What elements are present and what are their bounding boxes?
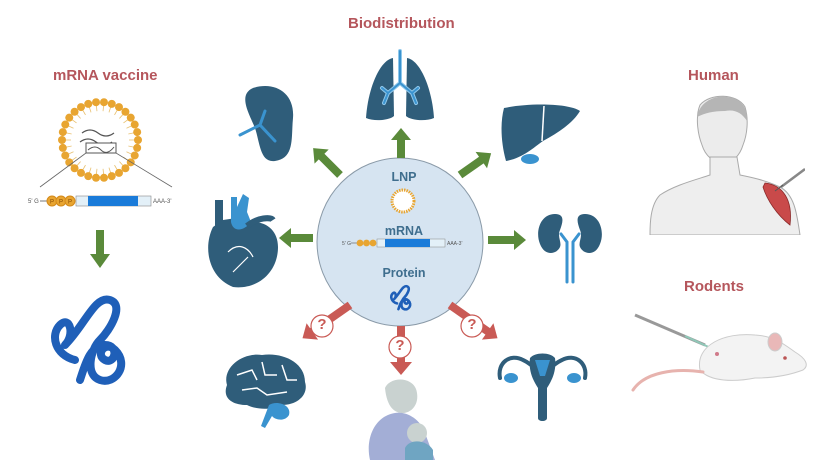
heart-icon (208, 194, 278, 288)
svg-text:5' G: 5' G (342, 241, 351, 247)
rodents-title: Rodents (684, 278, 744, 295)
arrow-down-icon (90, 230, 110, 268)
lipid-head (92, 98, 101, 107)
mrna-construct-icon: 5' G P P P AAA-3' (28, 195, 172, 207)
mrna-construct-small-icon: 5' G AAA-3' (342, 238, 462, 248)
lipid-head (126, 113, 135, 122)
lipid-head (121, 107, 130, 116)
lipid-head (92, 173, 101, 182)
reproductive-organs-icon (497, 353, 588, 421)
lungs-icon (366, 49, 434, 121)
lipid-head (58, 143, 67, 152)
lipid-head (115, 103, 123, 112)
human-title: Human (688, 67, 739, 84)
question-mark-reproductive: ? (467, 316, 477, 333)
kidneys-icon (538, 214, 602, 284)
lipid-head (134, 136, 142, 144)
lnp-label: LNP (391, 170, 417, 184)
liver-icon (501, 104, 580, 164)
human-figure-icon (649, 95, 805, 235)
brain-icon (225, 354, 306, 428)
lipid-head (70, 164, 79, 173)
svg-text:P: P (68, 200, 72, 206)
lipid-head (61, 151, 70, 160)
lipid-head (61, 120, 70, 129)
lipid-head (77, 103, 85, 112)
lipid-head (130, 120, 139, 129)
lipid-head (70, 107, 79, 116)
lipid-head (115, 168, 123, 177)
lipid-head (107, 99, 116, 108)
arrow-to-heart (279, 228, 313, 248)
mrna-vaccine-title: mRNA vaccine (53, 67, 158, 84)
rodent-figure-icon (631, 313, 807, 392)
lipid-head (65, 113, 74, 122)
lnp-small-icon (390, 188, 416, 214)
protein-small-icon (390, 284, 412, 311)
lipid-head (84, 172, 93, 181)
lipid-head (130, 151, 139, 160)
arrow-to-lungs (391, 128, 411, 158)
lipid-head (133, 143, 142, 152)
lnp-particle-icon (39, 98, 173, 188)
arrow-to-kidneys (488, 230, 526, 250)
protein-icon (51, 295, 126, 385)
mrna-label: mRNA (384, 224, 424, 238)
lipid-head (99, 173, 108, 182)
biodistribution-title: Biodistribution (348, 15, 455, 32)
three-prime-label: AAA-3' (153, 199, 172, 205)
lipid-head (99, 98, 108, 107)
lipid-head (84, 99, 93, 108)
breastfeeding-icon (368, 379, 435, 460)
svg-text:P: P (50, 200, 54, 206)
lipid-head (133, 128, 142, 137)
lipid-head (77, 168, 85, 177)
protein-label: Protein (382, 266, 426, 280)
svg-text:AAA-3': AAA-3' (447, 241, 462, 247)
question-mark-milk: ? (395, 337, 405, 354)
lipid-head (58, 128, 67, 137)
question-mark-brain: ? (317, 316, 327, 333)
lipid-head (121, 164, 130, 173)
svg-text:P: P (59, 200, 63, 206)
lipid-head (58, 136, 66, 144)
spleen-icon (238, 86, 294, 162)
lipid-head (107, 172, 116, 181)
five-prime-label: 5' G (28, 199, 39, 205)
